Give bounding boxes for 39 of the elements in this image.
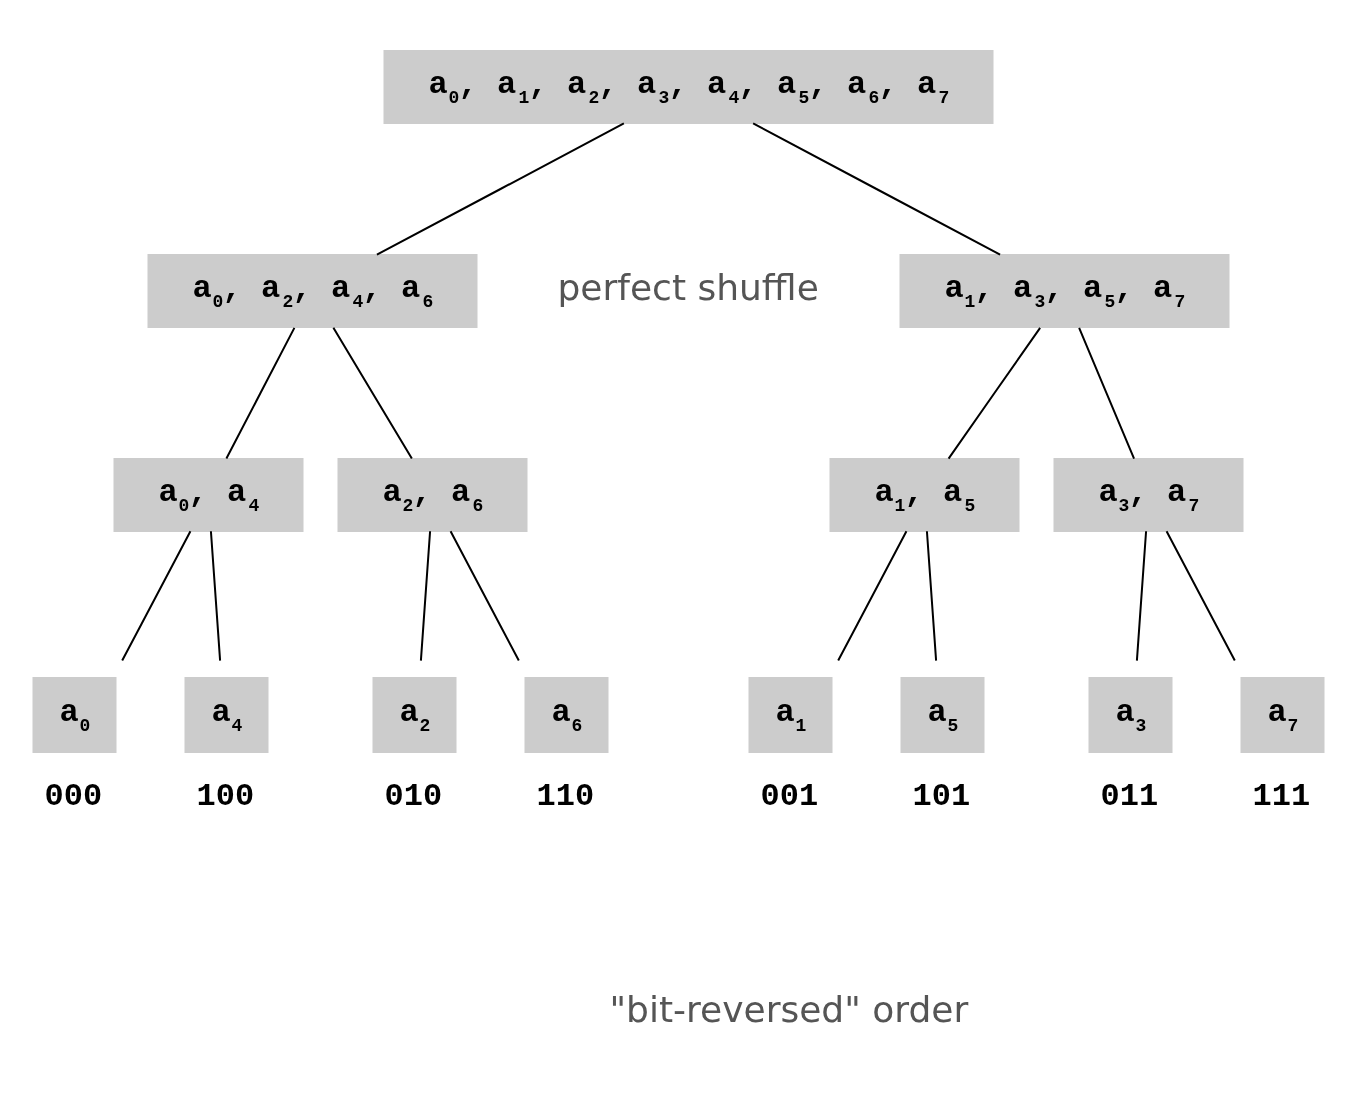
connector — [209, 530, 222, 662]
node-box: a$_{6}$ — [524, 677, 609, 753]
connector — [752, 122, 1002, 256]
connector — [375, 122, 625, 256]
label: "bit-reversed" order — [609, 988, 969, 1030]
node-box: a$_{0}$, a$_{1}$, a$_{2}$, a$_{3}$, a$_{4}$, a$_{5}$, a$_{6}$, a$_{7}$ — [383, 50, 994, 124]
node-box: a$_{1}$ — [748, 677, 833, 753]
node-label: 010 — [384, 777, 443, 815]
node-label: 000 — [44, 777, 103, 815]
connector — [925, 530, 938, 662]
connector — [121, 530, 192, 662]
node-box: a$_{0}$, a$_{2}$, a$_{4}$, a$_{6}$ — [147, 254, 478, 328]
node-box: a$_{2}$, a$_{6}$ — [337, 458, 528, 532]
connector — [1135, 530, 1148, 662]
node-label: 001 — [760, 777, 819, 815]
node-label: 011 — [1100, 777, 1159, 815]
connector — [1165, 530, 1236, 662]
node-box: a$_{5}$ — [900, 677, 985, 753]
connector — [225, 326, 296, 460]
node-box: a$_{3}$, a$_{7}$ — [1053, 458, 1244, 532]
node-label: 100 — [196, 777, 255, 815]
connector — [419, 530, 432, 662]
node-label: 101 — [912, 777, 971, 815]
label: perfect shuffle — [557, 266, 819, 308]
node-label: 110 — [536, 777, 595, 815]
connector — [947, 326, 1042, 460]
connector — [332, 326, 413, 460]
connector — [1078, 326, 1136, 460]
node-box: a$_{3}$ — [1088, 677, 1173, 753]
node-box: a$_{0}$ — [32, 677, 117, 753]
node-box: a$_{1}$, a$_{5}$ — [829, 458, 1020, 532]
node-label: 111 — [1252, 777, 1311, 815]
node-box: a$_{4}$ — [184, 677, 269, 753]
connector — [837, 530, 908, 662]
node-box: a$_{2}$ — [372, 677, 457, 753]
connector — [449, 530, 520, 662]
node-box: a$_{0}$, a$_{4}$ — [113, 458, 304, 532]
node-box: a$_{7}$ — [1240, 677, 1325, 753]
node-box: a$_{1}$, a$_{3}$, a$_{5}$, a$_{7}$ — [899, 254, 1230, 328]
